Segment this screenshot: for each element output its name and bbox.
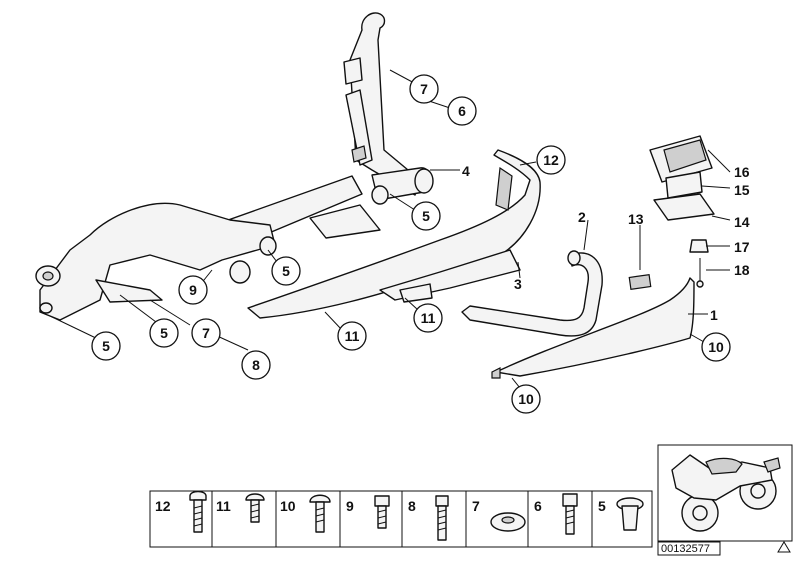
strip-label-7: 7 — [472, 498, 480, 514]
label-14: 14 — [734, 214, 750, 230]
label-13: 13 — [628, 211, 644, 227]
svg-text:7: 7 — [202, 325, 210, 341]
grab-handle-part — [461, 250, 603, 337]
callout-9: 9 — [178, 275, 208, 305]
callout-11-right: 11 — [413, 303, 443, 333]
callout-12: 12 — [536, 145, 566, 175]
strip-label-6: 6 — [534, 498, 542, 514]
callout-8: 8 — [241, 350, 271, 380]
motorcycle-thumbnail — [657, 444, 793, 542]
svg-text:12: 12 — [543, 152, 559, 168]
callout-5-lower: 5 — [149, 318, 179, 348]
label-4: 4 — [462, 163, 470, 179]
washer-7-icon — [490, 512, 526, 532]
callout-10-bottom: 10 — [511, 384, 541, 414]
label-17: 17 — [734, 239, 750, 255]
bushing-5-icon — [616, 497, 644, 531]
svg-text:11: 11 — [345, 328, 360, 344]
callout-6: 6 — [447, 96, 477, 126]
screw-12-icon — [189, 490, 207, 533]
svg-text:7: 7 — [420, 81, 428, 97]
svg-text:10: 10 — [518, 391, 534, 407]
callout-7-lower: 7 — [191, 318, 221, 348]
label-18: 18 — [734, 262, 750, 278]
callout-5-middle: 5 — [411, 201, 441, 231]
screw-11-icon — [245, 493, 265, 523]
callout-5-center: 5 — [271, 256, 301, 286]
screw-10-icon — [309, 494, 331, 533]
side-trim-part — [247, 149, 541, 319]
diagram-code-box — [657, 541, 721, 556]
svg-text:5: 5 — [282, 263, 290, 279]
svg-text:11: 11 — [421, 310, 436, 326]
strip-label-8: 8 — [408, 498, 416, 514]
diagram-code: 00132577 — [661, 543, 710, 555]
label-16: 16 — [734, 164, 750, 180]
svg-text:6: 6 — [458, 103, 466, 119]
pad-part — [628, 273, 652, 291]
strip-label-12: 12 — [155, 498, 171, 514]
fastener-strip: 12 11 10 9 8 7 6 5 — [149, 490, 653, 548]
label-3: 3 — [514, 276, 522, 292]
strip-label-5: 5 — [598, 498, 606, 514]
label-2: 2 — [578, 209, 586, 225]
svg-text:5: 5 — [102, 338, 110, 354]
callout-5-left: 5 — [91, 331, 121, 361]
svg-text:5: 5 — [422, 208, 430, 224]
strip-label-11: 11 — [216, 498, 231, 514]
rear-frame-part — [35, 12, 434, 321]
callout-10-right: 10 — [701, 332, 731, 362]
screw-8-icon — [435, 495, 449, 541]
label-15: 15 — [734, 182, 750, 198]
svg-text:10: 10 — [708, 339, 724, 355]
strip-label-9: 9 — [346, 498, 354, 514]
strip-label-10: 10 — [280, 498, 296, 514]
callout-7-top: 7 — [409, 74, 439, 104]
svg-text:8: 8 — [252, 357, 260, 373]
svg-text:9: 9 — [189, 282, 197, 298]
label-1: 1 — [710, 307, 718, 323]
rear-cover-part — [491, 277, 695, 379]
warning-triangle-icon — [777, 541, 791, 553]
callout-11-left: 11 — [337, 321, 367, 351]
svg-text:5: 5 — [160, 325, 168, 341]
screw-6-icon — [562, 493, 578, 535]
screw-9-icon — [374, 495, 390, 529]
clip-assembly-part — [649, 135, 715, 288]
